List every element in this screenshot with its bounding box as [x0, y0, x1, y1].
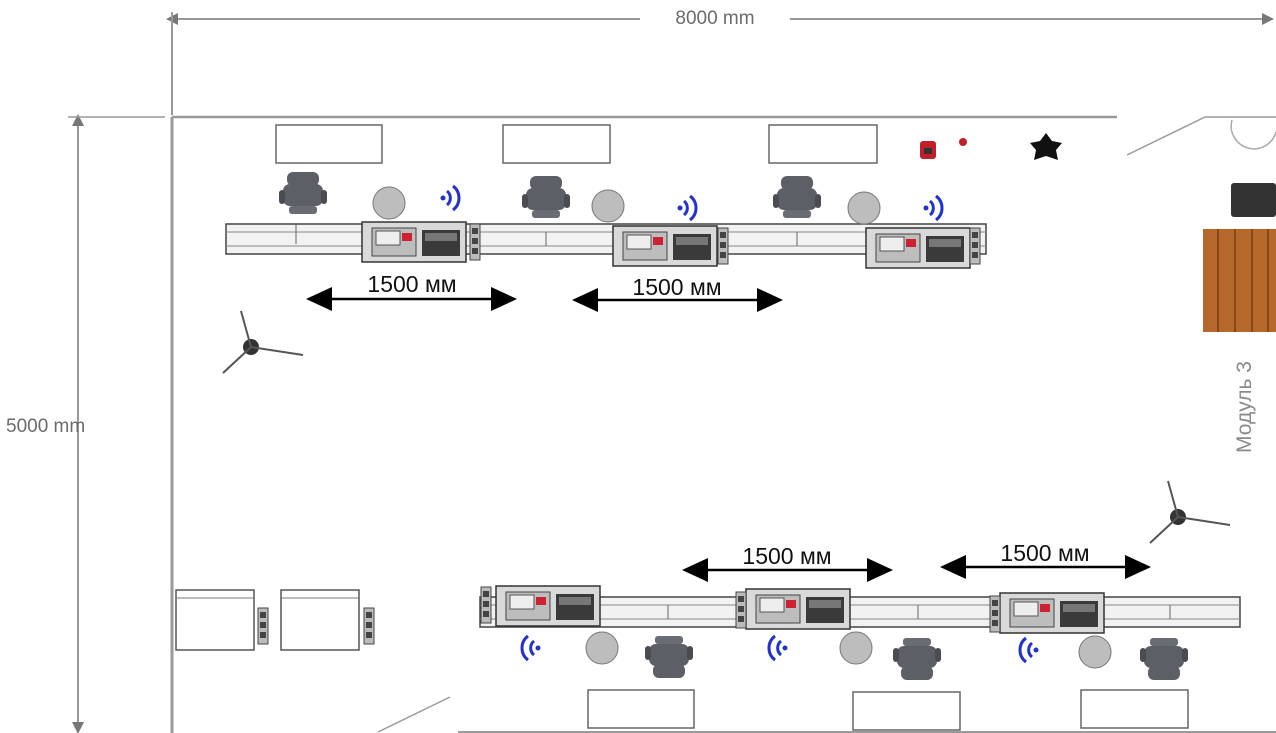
dimension-height: [68, 114, 165, 733]
bottom-workstation-row: [479, 585, 1241, 680]
wifi-icon: [922, 194, 944, 222]
star-icon: [1030, 133, 1062, 160]
socket-icon: [969, 227, 981, 265]
stool-icon: [839, 631, 873, 665]
socket-icon: [989, 595, 1001, 633]
monitor: [1080, 689, 1189, 729]
width-dimension-label: 8000 mm: [640, 8, 790, 30]
spacing-label: 1500 мм: [1000, 540, 1090, 566]
fan-icon: [222, 310, 304, 374]
stool-icon: [585, 631, 619, 665]
spacing-label: 1500 мм: [632, 274, 722, 300]
printer-icon: [920, 141, 936, 159]
spacing-label: 1500 мм: [742, 543, 832, 569]
stool-icon: [591, 189, 625, 223]
stool-icon: [1078, 635, 1112, 669]
wifi-icon: [676, 194, 698, 222]
wood-panel: [1203, 229, 1276, 332]
chair-icon: [773, 176, 821, 218]
wifi-icon: [439, 184, 461, 212]
monitor: [852, 691, 961, 731]
storage-cabinets: [175, 589, 375, 651]
lab-stand: [865, 227, 971, 269]
lab-stand: [495, 585, 601, 627]
chair-icon: [1140, 638, 1188, 680]
monitor: [587, 689, 695, 729]
bottom-monitors: [587, 689, 1189, 731]
chair-icon: [279, 172, 327, 214]
lab-stand: [612, 225, 718, 267]
room-walls: [170, 115, 1276, 733]
lab-stand: [745, 588, 851, 630]
socket-icon: [257, 607, 269, 645]
socket-icon: [717, 227, 729, 265]
lab-stand: [361, 221, 467, 263]
spacing-label: 1500 мм: [367, 271, 457, 297]
sensor-icon: [959, 138, 967, 146]
chair-icon: [893, 638, 941, 680]
wifi-icon: [520, 634, 542, 662]
wifi-icon: [767, 634, 789, 662]
wifi-icon: [1018, 636, 1040, 664]
height-dimension-label: 5000 mm: [6, 416, 86, 437]
top-monitors: [275, 124, 878, 164]
monitor: [502, 124, 611, 164]
stool-icon: [372, 186, 406, 220]
socket-icon: [469, 223, 481, 261]
stool-icon: [847, 191, 881, 225]
spacing-arrows: [306, 287, 1151, 582]
socket-icon: [480, 586, 492, 624]
socket-icon: [735, 591, 747, 629]
door-swing: [1230, 119, 1276, 150]
socket-icon: [363, 607, 375, 645]
top-workstation-row: [225, 172, 987, 269]
fan-icon: [1149, 480, 1231, 544]
cabinet-icon: [1231, 183, 1276, 217]
lab-stand: [999, 592, 1105, 634]
monitor: [768, 124, 878, 164]
chair-icon: [522, 176, 570, 218]
chair-icon: [645, 636, 693, 678]
monitor: [275, 124, 383, 164]
module-label: Модуль 3: [1233, 361, 1256, 453]
